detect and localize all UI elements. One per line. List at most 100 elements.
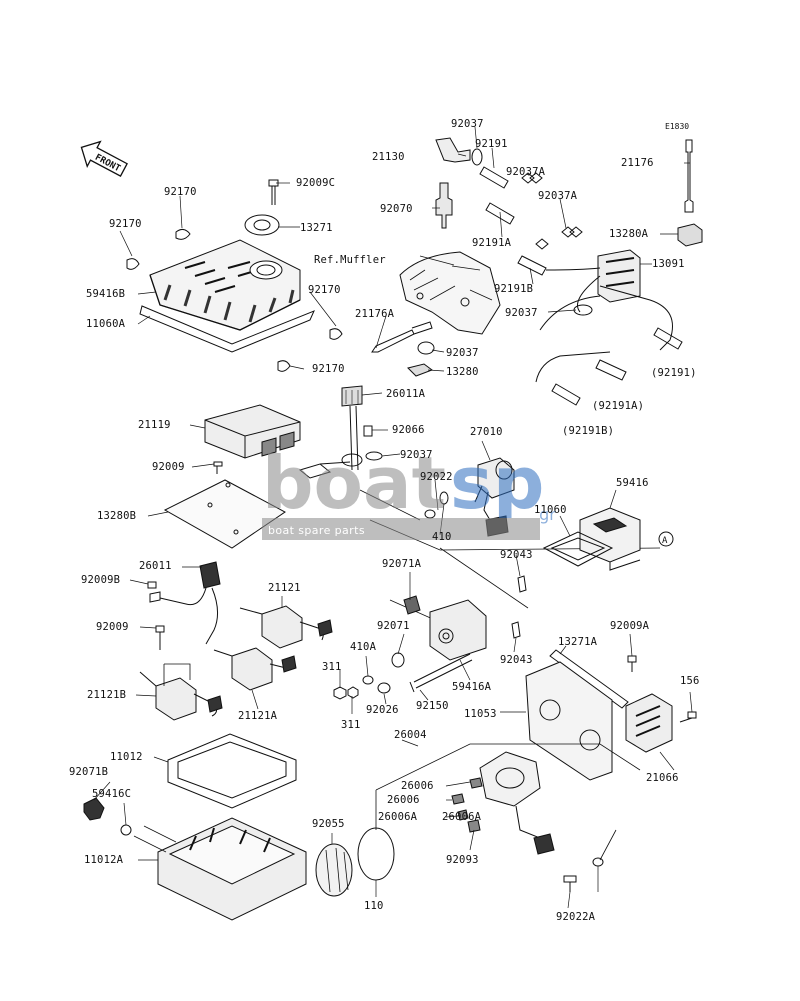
ring-92071-part <box>391 652 405 668</box>
part-label: 13091 <box>652 258 685 270</box>
bolt-92009a-part <box>627 655 637 672</box>
diagram-code: E1830 <box>665 122 690 131</box>
hose-loose-92191-part <box>653 327 683 350</box>
part-label: 92022 <box>420 471 453 483</box>
part-label: 59416B <box>86 288 126 300</box>
brush-26006-a <box>469 777 483 789</box>
pad-13280b-part <box>163 479 286 549</box>
washer-92026-part <box>377 682 391 694</box>
part-label: 92093 <box>446 854 479 866</box>
part-label: 59416 <box>616 477 649 489</box>
part-label: 92170 <box>109 218 142 230</box>
clamp-92037a-c-part <box>535 238 549 250</box>
ecu-21119-part <box>204 404 301 459</box>
part-label: 26011A <box>386 388 426 400</box>
pin-92043-b-part <box>511 621 521 639</box>
callout-a-top <box>658 531 674 547</box>
part-label: 92009B <box>81 574 121 586</box>
cap-11012-part <box>83 797 105 821</box>
hose-loose-92191a-part <box>595 359 627 381</box>
front-arrow-icon: FRONT <box>80 140 128 177</box>
clip-92170-c-part <box>329 328 343 340</box>
cap-11012a-part <box>315 843 353 897</box>
part-label: 13280A <box>609 228 649 240</box>
svg-text:A: A <box>662 536 668 546</box>
ring-92037-mid-part <box>417 341 435 355</box>
hose-92191a-part <box>485 202 515 225</box>
part-label: 110 <box>364 900 384 912</box>
top-cover-part <box>149 239 301 331</box>
top-gasket-part <box>139 305 315 353</box>
part-label: 92170 <box>308 284 341 296</box>
part-label: 92009 <box>152 461 185 473</box>
part-label: 92066 <box>392 424 425 436</box>
bolt-92009-lower-part <box>155 625 165 650</box>
muffler-reference <box>399 251 501 335</box>
part-label: 59416A <box>452 681 492 693</box>
part-label: 26006 <box>387 794 420 806</box>
bolt-110-part <box>563 875 577 892</box>
part-label: 92022A <box>556 911 596 923</box>
part-label: 21119 <box>138 419 171 431</box>
gasket-11060-part <box>542 531 614 567</box>
part-label: 92037 <box>505 307 538 319</box>
elbow-21130-part <box>435 137 471 163</box>
sensor-21176a-part <box>371 321 433 353</box>
part-label: (92191A) <box>592 400 645 412</box>
part-label: 21176A <box>355 308 395 320</box>
ring-92071b-part <box>120 824 132 836</box>
watermark-main: boat <box>262 441 446 525</box>
part-label: 92070 <box>380 203 413 215</box>
sensor-21176-part <box>684 139 694 213</box>
part-label: 92037 <box>446 347 479 359</box>
part-label: 13280B <box>97 510 137 522</box>
pin-92043-a-part <box>517 575 527 593</box>
hose-loose-92191b-part <box>551 383 581 406</box>
part-label: 11060 <box>534 504 567 516</box>
stator-26004-part <box>479 751 555 855</box>
watermark-accent: sp <box>450 441 544 525</box>
brush-26006a-b <box>467 819 481 833</box>
ring-92037-right-part <box>573 304 593 316</box>
clamp-92037a-b-part <box>561 226 583 238</box>
harness-26011a-part <box>298 385 363 479</box>
part-label: 156 <box>680 675 700 687</box>
part-label: 21121A <box>238 710 278 722</box>
part-label: 92037 <box>451 118 484 130</box>
part-label: 92043 <box>500 549 533 561</box>
clip-92170-a-part <box>175 228 191 240</box>
part-label: 21176 <box>621 157 654 169</box>
part-label: 92191 <box>475 138 508 150</box>
ring-410a-part <box>362 675 374 685</box>
bolt-92066-part <box>363 425 373 437</box>
hose-92191-part <box>479 166 509 189</box>
nut-311-a-part <box>333 686 347 700</box>
part-label: (92191) <box>651 367 697 379</box>
part-label: 92037A <box>538 190 578 202</box>
leader-lines <box>93 126 693 909</box>
part-label: 26004 <box>394 729 427 741</box>
part-label: 11012A <box>84 854 124 866</box>
part-label: 92071 <box>377 620 410 632</box>
terminal-block-13091-part <box>597 249 641 303</box>
part-label: 26006A <box>378 811 418 823</box>
bolt-92009-ecu-part <box>213 461 223 474</box>
bolt-156-part <box>679 711 697 723</box>
part-label: 26006A <box>442 811 482 823</box>
nut-311-b-part <box>347 686 359 699</box>
part-label: 92170 <box>312 363 345 375</box>
part-label: 26006 <box>401 780 434 792</box>
part-label: 92055 <box>312 818 345 830</box>
watermark-logo: boat sp .gr <box>262 441 556 540</box>
spark-plug-part <box>435 182 453 229</box>
part-label: 92071A <box>382 558 422 570</box>
part-label: 21130 <box>372 151 405 163</box>
harness-26011-part <box>149 561 221 645</box>
box-59416c-part <box>157 817 307 921</box>
coil-21121-part <box>239 605 333 649</box>
part-label: 92026 <box>366 704 399 716</box>
bolt-92009b-part <box>147 581 157 589</box>
part-label: 21121 <box>268 582 301 594</box>
brush-26006-b <box>451 793 465 805</box>
